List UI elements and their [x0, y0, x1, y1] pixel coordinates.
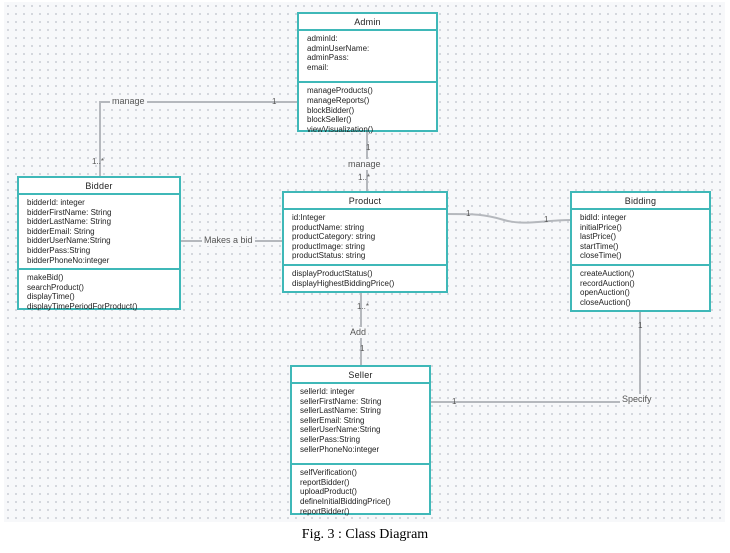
attributes: sellerId: integer sellerFirstName: Strin… [292, 384, 429, 466]
attribute: bidderLastName: String [27, 217, 112, 227]
multiplicity-admin-bidder-admin: 1 [272, 97, 277, 106]
methods: makeBid() searchProduct() displayTime() … [19, 270, 179, 314]
diagram-canvas: Admin adminId: adminUserName: adminPass:… [4, 2, 725, 522]
attribute: initialPrice() [580, 222, 622, 232]
attribute: adminPass: [307, 53, 349, 63]
class-name: Product [284, 193, 446, 210]
assoc-label-admin-product: manage [346, 159, 383, 170]
attribute: productCategory: string [292, 232, 376, 242]
method: searchProduct() [27, 282, 84, 292]
multiplicity-admin-bidder-bidder: 1..* [92, 157, 105, 166]
attribute: sellerPass:String [300, 434, 361, 444]
link-admin-bidder [99, 101, 297, 177]
attribute: id:Integer [292, 213, 326, 222]
method: closeAuction() [580, 297, 631, 307]
method: selfVerification() [300, 468, 357, 478]
multiplicity-product-seller-seller: 1 [360, 344, 365, 353]
method: blockBidder() [307, 105, 355, 115]
class-product[interactable]: Product id:Integer productName: string p… [282, 191, 448, 293]
method: displayTimePeriodForProduct() [27, 301, 138, 311]
attribute: sellerFirstName: String [300, 396, 382, 406]
attribute: bidderId: integer [27, 198, 85, 207]
attribute: sellerId: integer [300, 387, 355, 396]
class-name: Bidding [572, 193, 709, 210]
method: defineInitialBiddingPrice() [300, 496, 391, 506]
attributes: bidId: integer initialPrice() lastPrice(… [572, 210, 709, 266]
multiplicity-seller-bidding-seller: 1 [452, 397, 457, 406]
attribute: bidderPass:String [27, 245, 91, 255]
attribute: bidderFirstName: String [27, 207, 112, 217]
method: uploadProduct() [300, 487, 357, 497]
assoc-label-product-seller: Add [348, 327, 369, 338]
attribute: productStatus: string [292, 251, 366, 261]
attribute: bidId: integer [580, 213, 627, 222]
attribute: bidderEmail: String [27, 226, 95, 236]
figure-caption: Fig. 3 : Class Diagram [301, 527, 429, 542]
assoc-label-seller-bidding: Specify [620, 394, 654, 405]
class-seller[interactable]: Seller sellerId: integer sellerFirstName… [290, 365, 431, 516]
attribute: productName: string [292, 222, 365, 232]
attribute: adminId: [307, 34, 338, 43]
method: displayHighestBiddingPrice() [292, 278, 395, 288]
method: displayTime() [27, 292, 75, 302]
method: makeBid() [27, 273, 64, 283]
assoc-label-admin-bidder: manage [110, 96, 147, 107]
attribute: sellerPhoneNo:integer [300, 444, 380, 454]
method: reportBidder() [300, 506, 350, 516]
attribute: startTime() [580, 241, 619, 251]
attribute: email: [307, 62, 329, 72]
attribute: sellerEmail: String [300, 415, 365, 425]
multiplicity-admin-product-admin: 1 [366, 143, 371, 152]
class-name: Bidder [19, 178, 179, 195]
attribute: sellerLastName: String [300, 406, 381, 416]
multiplicity-admin-product-product: 1..* [358, 173, 371, 182]
method: recordAuction() [580, 278, 635, 288]
attribute: closeTime() [580, 251, 622, 261]
class-bidder[interactable]: Bidder bidderId: integer bidderFirstName… [17, 176, 181, 311]
class-bidding[interactable]: Bidding bidId: integer initialPrice() la… [570, 191, 711, 312]
multiplicity-seller-bidding-bidding: 1 [638, 321, 643, 330]
method: reportBidder() [300, 477, 350, 487]
class-name: Seller [292, 367, 429, 384]
attribute: bidderUserName:String [27, 236, 111, 246]
multiplicity-product-bidding-bidding: 1 [544, 215, 549, 224]
link-product-bidding [446, 213, 571, 224]
method: manageReports() [307, 95, 370, 105]
method: blockSeller() [307, 115, 352, 125]
multiplicity-product-seller-product: 1..* [357, 302, 370, 311]
attribute: adminUserName: [307, 43, 370, 53]
method: displayProductStatus() [292, 268, 373, 278]
method: openAuction() [580, 288, 630, 298]
methods: createAuction() recordAuction() openAuct… [572, 266, 709, 310]
attributes: bidderId: integer bidderFirstName: Strin… [19, 195, 179, 271]
methods: selfVerification() reportBidder() upload… [292, 465, 429, 519]
assoc-label-bidder-product: Makes a bid [202, 235, 255, 246]
method: viewVisualization() [307, 124, 374, 134]
attributes: adminId: adminUserName: adminPass: email… [299, 31, 436, 84]
class-admin[interactable]: Admin adminId: adminUserName: adminPass:… [297, 12, 438, 134]
methods: manageProducts() manageReports() blockBi… [299, 83, 436, 137]
attribute: productImage: string [292, 241, 365, 251]
attribute: lastPrice() [580, 232, 617, 242]
attribute: sellerUserName:String [300, 425, 381, 435]
attribute: bidderPhoneNo:integer [27, 255, 110, 265]
class-name: Admin [299, 14, 436, 31]
attributes: id:Integer productName: string productCa… [284, 210, 446, 266]
method: manageProducts() [307, 86, 373, 96]
link-seller-bidding [430, 312, 641, 403]
method: createAuction() [580, 268, 635, 278]
multiplicity-product-bidding-product: 1 [466, 209, 471, 218]
methods: displayProductStatus() displayHighestBid… [284, 266, 446, 291]
